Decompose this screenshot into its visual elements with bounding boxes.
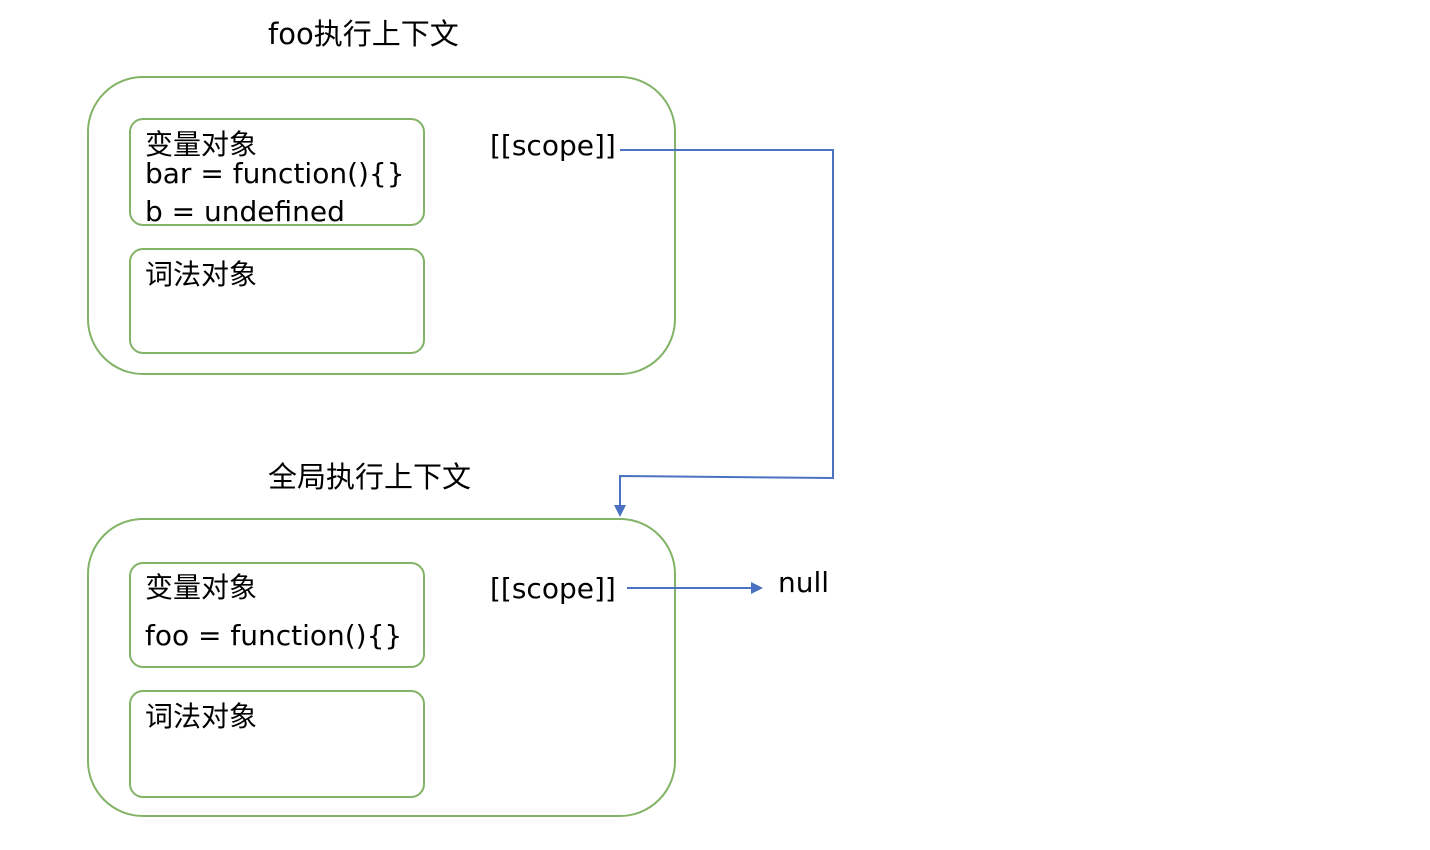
foo-lexical-object-label: 词法对象 [145,258,258,291]
global-variable-object-box [129,562,425,668]
foo-scope-arrowhead [614,505,626,517]
foo-context-title: foo执行上下文 [268,17,459,51]
global-variable-object-label: 变量对象 [145,571,258,604]
foo-scope-label: [[scope]] [490,129,616,162]
foo-lexical-object-box [129,248,425,354]
foo-var-entry-bar: bar = function(){} [145,157,405,190]
foo-context-box [87,76,676,375]
global-context-box [87,518,676,817]
global-scope-arrowhead [751,582,763,594]
null-label: null [778,566,830,599]
foo-var-entry-b: b = undefined [145,195,345,228]
foo-variable-object-box [129,118,425,226]
global-lexical-object-label: 词法对象 [145,700,258,733]
global-lexical-object-box [129,690,425,798]
foo-scope-to-global-arrow [619,149,834,506]
global-context-title: 全局执行上下文 [268,460,472,494]
global-var-entry-foo: foo = function(){} [145,619,403,652]
foo-variable-object-label: 变量对象 [145,128,258,161]
global-scope-label: [[scope]] [490,572,616,605]
